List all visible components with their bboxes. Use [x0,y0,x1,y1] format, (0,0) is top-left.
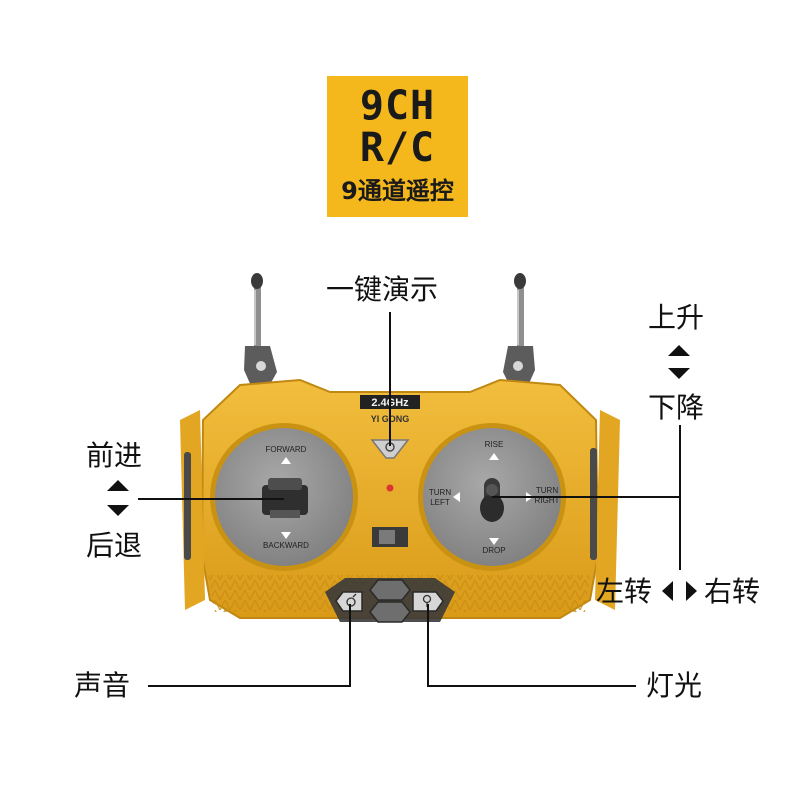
drop-label: 下降 [648,391,705,424]
turn-left-label: 左转 [596,575,653,608]
sound-label: 声音 [74,669,131,702]
arrow-down-icon [668,368,690,379]
power-switch[interactable] [372,527,408,547]
left-joystick[interactable] [262,478,308,518]
turn-right-label-1: TURN [536,486,558,495]
rise-stick-label: RISE [485,440,504,449]
light-label: 灯光 [646,669,703,702]
arrow-up-icon [489,453,499,460]
callout-lines [138,312,681,687]
badge-line-2: R/C [359,125,436,171]
badge-line-1: 9CH [359,83,436,129]
arrow-right-icon [686,581,697,601]
arrow-left-icon [662,581,673,601]
arrow-down-icon [489,538,499,545]
sound-callout-line [148,604,351,687]
right-antenna [503,273,535,388]
forward-stick-label: FORWARD [266,445,307,454]
top-center-button[interactable] [369,579,411,601]
backward-label: 后退 [86,529,143,562]
light-button[interactable] [412,591,444,612]
turn-left-label-2: LEFT [430,498,450,507]
rise-label: 上升 [648,301,705,334]
drop-stick-label: DROP [482,546,505,555]
bottom-center-button[interactable] [369,601,411,623]
arrow-up-icon [668,345,690,356]
arrow-left-icon [453,492,460,502]
badge-line-3: 9通道遥控 [341,177,454,205]
channel-badge: 9CH R/C 9通道遥控 [327,76,468,217]
arrow-up-icon [281,457,291,464]
left-antenna [244,273,277,388]
forward-label: 前进 [86,439,143,472]
arrow-up-icon [107,480,129,491]
turn-left-label-1: TURN [429,488,451,497]
demo-label: 一键演示 [326,273,439,306]
turn-right-label-2: RIGHT [535,496,560,505]
arrow-down-icon [281,532,291,539]
turn-right-label: 右转 [704,575,761,608]
light-callout-line [427,604,636,687]
backward-stick-label: BACKWARD [263,541,309,550]
arrow-down-icon [107,505,129,516]
power-led [386,484,394,492]
